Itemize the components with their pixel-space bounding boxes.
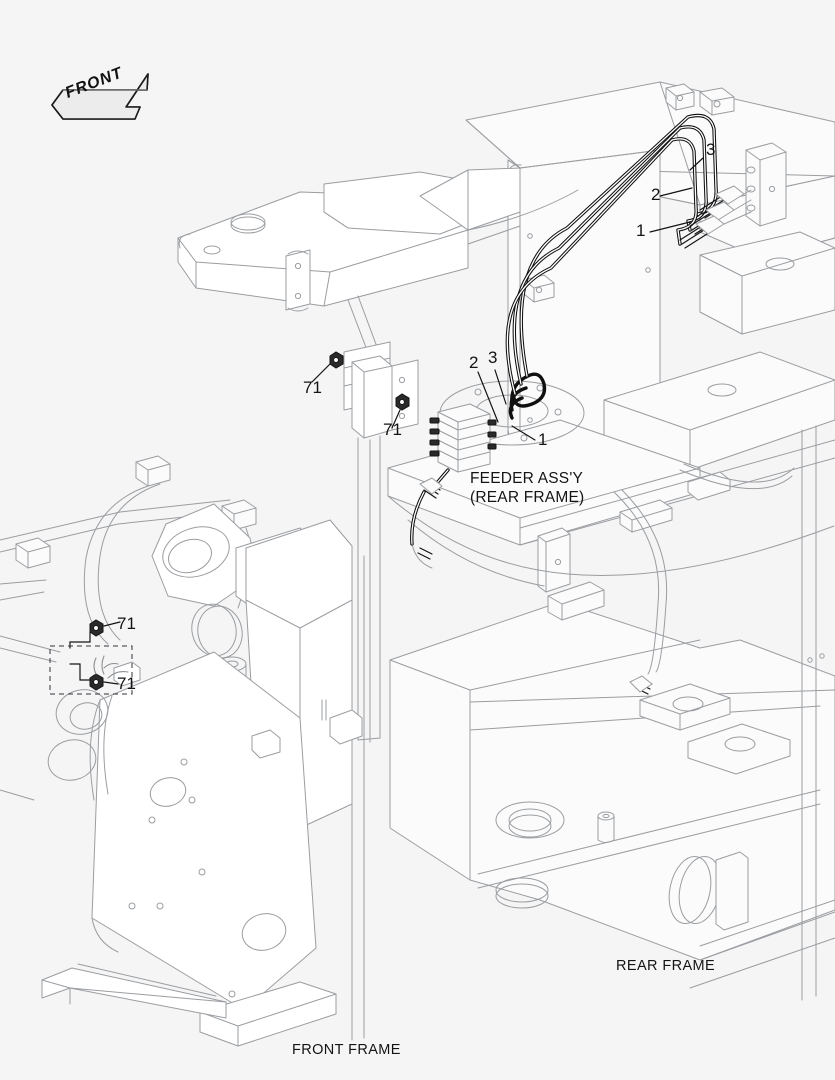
- callout-feeder-1: 1: [538, 430, 548, 449]
- callout-feeder-2: 2: [469, 353, 479, 372]
- clamp-71-c-item: [69, 619, 121, 649]
- feeder-assembly: [410, 380, 585, 569]
- upper-left-platform: [177, 167, 579, 417]
- callout-clamp-71-b: 71: [383, 420, 402, 439]
- callout-clamp-71-c: 71: [117, 614, 136, 633]
- front-frame-label: FRONT FRAME: [292, 1042, 401, 1058]
- callout-clamp-71-a: 71: [303, 378, 322, 397]
- feeder-callout-leaders: [477, 369, 536, 441]
- callout-hose-3: 3: [706, 140, 716, 159]
- rear-frame-structure: [387, 81, 835, 1001]
- clamp-71-b-item: [391, 393, 410, 429]
- clamp-group: [49, 351, 410, 695]
- front-arrow-icon: [51, 73, 149, 120]
- callout-hose-2: 2: [651, 185, 661, 204]
- rear-frame-label: REAR FRAME: [616, 958, 716, 974]
- lower-hose-runs: [613, 463, 795, 695]
- hose-callout-leaders: [649, 157, 704, 233]
- hose-lines-group: [477, 113, 752, 441]
- clamp-71-a-item: [311, 351, 344, 383]
- feeder-assy-label-line1: FEEDER ASS'Y: [470, 470, 584, 487]
- callout-hose-1: 1: [636, 221, 646, 240]
- front-frame-structure: [0, 455, 365, 1047]
- callout-clamp-71-d: 71: [117, 674, 136, 693]
- feeder-assy-label-line2: (REAR FRAME): [470, 489, 585, 506]
- callout-feeder-3: 3: [488, 348, 498, 367]
- vertical-post-bracket: [343, 341, 419, 743]
- hose-end-fittings: [679, 185, 752, 249]
